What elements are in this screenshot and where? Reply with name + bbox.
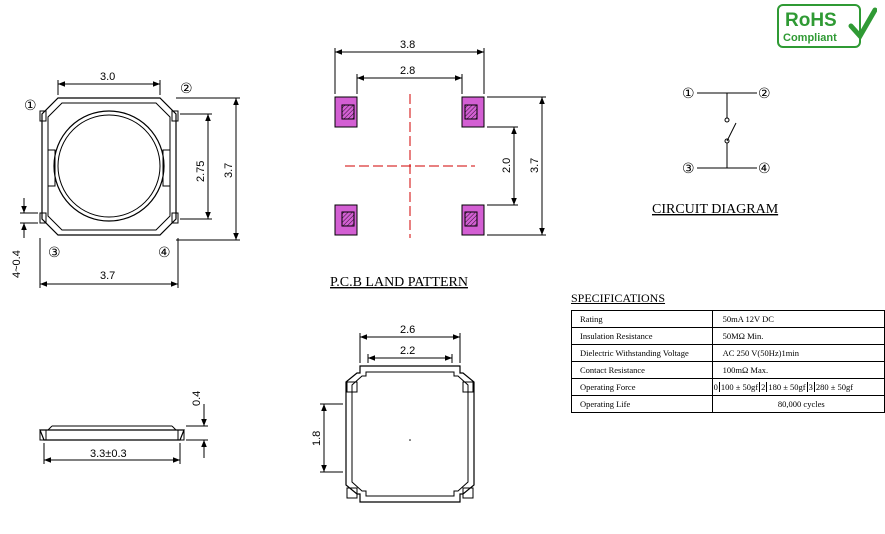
top-dim-3-0: 3.0 xyxy=(100,71,115,83)
land-dim-2-0: 2.0 xyxy=(501,158,513,173)
side-dim-height: 0.4 xyxy=(191,391,203,406)
top-dim-3-7-bottom: 3.7 xyxy=(100,270,115,282)
top-view xyxy=(20,80,240,288)
circuit-pin1: ① xyxy=(682,86,695,102)
top-pin3-label: ③ xyxy=(48,245,61,261)
circuit-diagram xyxy=(697,92,757,169)
circuit-title: CIRCUIT DIAGRAM xyxy=(652,202,779,217)
spec-value: 50mA 12V DC xyxy=(711,310,885,328)
spec-label: Dielectric Withstanding Voltage xyxy=(571,344,713,362)
bottom-center-mark xyxy=(409,439,411,441)
force-grade: 2 xyxy=(761,382,768,392)
circuit-pin3: ③ xyxy=(682,161,695,177)
force-value: 100 ± 50gf xyxy=(720,382,761,392)
table-row: Rating 50mA 12V DC xyxy=(571,310,885,328)
table-row: Insulation Resistance 50MΩ Min. xyxy=(571,327,885,345)
circuit-pin4: ④ xyxy=(758,161,771,177)
spec-label: Operating Force xyxy=(571,378,713,396)
land-pattern-title: P.C.B LAND PATTERN xyxy=(330,275,468,290)
specifications-table: Rating 50mA 12V DC Insulation Resistance… xyxy=(571,310,885,413)
specifications-title: SPECIFICATIONS xyxy=(571,291,666,305)
spec-value: AC 250 V(50Hz)1min xyxy=(711,344,885,362)
spec-label: Contact Resistance xyxy=(571,361,713,379)
bottom-dim-1-8: 1.8 xyxy=(311,431,323,446)
land-dim-3-8: 3.8 xyxy=(400,39,415,51)
top-dim-2-75: 2.75 xyxy=(195,161,207,182)
top-pin2-label: ② xyxy=(180,81,193,97)
land-pattern xyxy=(334,48,546,238)
land-dim-3-7: 3.7 xyxy=(529,158,541,173)
side-view xyxy=(39,404,208,464)
force-grade: 0 xyxy=(713,382,720,392)
force-value: 180 ± 50gf xyxy=(768,382,808,392)
table-row: Operating Life 80,000 cycles xyxy=(571,395,885,413)
spec-value: 100mΩ Max. xyxy=(711,361,885,379)
table-row: Contact Resistance 100mΩ Max. xyxy=(571,361,885,379)
spec-value: 50MΩ Min. xyxy=(711,327,885,345)
spec-label: Operating Life xyxy=(571,395,713,413)
side-dim-width: 3.3±0.3 xyxy=(90,448,127,460)
rohs-text: RoHS xyxy=(785,10,837,31)
spec-label: Insulation Resistance xyxy=(571,327,713,345)
bottom-dim-2-2: 2.2 xyxy=(400,345,415,357)
spec-label: Rating xyxy=(571,310,713,328)
bottom-dim-2-6: 2.6 xyxy=(400,324,415,336)
rohs-compliant-badge: RoHS Compliant xyxy=(777,4,877,48)
top-pin1-label: ① xyxy=(24,98,37,114)
force-value: 280 ± 50gf xyxy=(815,382,854,392)
table-row: Dielectric Withstanding Voltage AC 250 V… xyxy=(571,344,885,362)
top-dim-4-0-4: 4~0.4 xyxy=(11,250,23,278)
spec-value: 80,000 cycles xyxy=(711,395,885,413)
force-grade: 3 xyxy=(808,382,815,392)
circuit-pin2: ② xyxy=(758,86,771,102)
top-dim-3-7-right: 3.7 xyxy=(223,163,235,178)
land-dim-2-8: 2.8 xyxy=(400,65,415,77)
checkmark-icon xyxy=(848,7,877,41)
top-pin4-label: ④ xyxy=(158,245,171,261)
compliant-text: Compliant xyxy=(783,32,837,44)
bottom-view xyxy=(320,333,475,503)
